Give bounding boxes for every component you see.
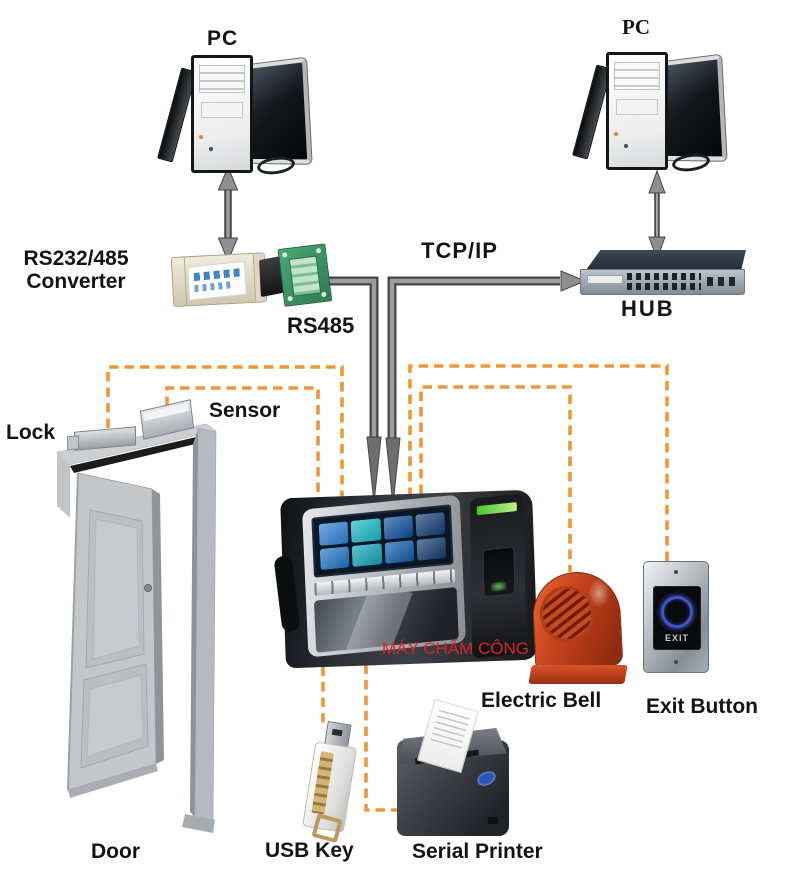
terminal-block-icon — [288, 255, 322, 297]
screw-icon — [674, 570, 678, 574]
bell-highlight-icon — [588, 578, 610, 608]
bell-base-icon — [528, 665, 628, 684]
usb-label-stripe-icon — [311, 751, 334, 815]
hub-label-strip-icon — [587, 275, 623, 284]
pc-right-graphic — [572, 52, 727, 174]
exit-plate-text: EXIT — [664, 633, 689, 643]
exit-button-label: Exit Button — [646, 695, 758, 718]
terminal-touchscreen-icon — [311, 504, 454, 578]
exit-sensor-window-icon: EXIT — [653, 586, 701, 650]
dash-exit-button-cable — [408, 364, 669, 566]
door-drawing — [56, 423, 217, 833]
dash-electric-bell-cable — [419, 385, 572, 572]
attendance-terminal-label: MÁY CHẤM CÔNG — [382, 639, 530, 658]
electric-bell-label: Electric Bell — [481, 689, 602, 712]
tower-icon — [191, 55, 253, 173]
hub-label: HUB — [621, 296, 675, 321]
power-led-icon — [614, 132, 618, 136]
dash-lock-cable — [106, 365, 344, 502]
arrow-pc-left-converter — [217, 165, 239, 263]
pc-left-label: PC — [207, 27, 239, 50]
bell-grille-icon — [540, 586, 594, 642]
wire-tcpip-hub-terminal — [385, 270, 587, 506]
arrow-hub-pc-right — [648, 169, 666, 261]
converter-label: RS232/485 Converter — [23, 247, 129, 293]
touch-ring-icon — [661, 596, 693, 628]
wire-rs485-converter-terminal — [298, 270, 382, 504]
tcpip-link-label: TCP/IP — [421, 238, 498, 263]
converter-body-icon — [170, 252, 268, 308]
fingerprint-sensor-icon — [482, 546, 516, 598]
pc-right-label: PC — [622, 15, 650, 39]
lock-label: Lock — [6, 421, 56, 444]
rs485-link-label: RS485 — [287, 313, 355, 338]
usb-key-icon — [301, 720, 358, 844]
dash-sensor-cable — [165, 386, 320, 506]
dash-serial-printer-cable — [364, 649, 399, 812]
terminal-pcb-icon — [277, 243, 333, 307]
power-led-icon — [199, 135, 203, 139]
terminal-green-led-icon — [476, 502, 517, 516]
exit-button-graphic: EXIT — [643, 561, 709, 673]
rs232-485-converter-graphic — [170, 242, 333, 316]
screw-icon — [674, 660, 678, 664]
usb-key-graphic — [292, 720, 368, 844]
door-graphic — [48, 418, 228, 854]
door-handle-icon — [144, 584, 152, 592]
door-label: Door — [91, 840, 140, 863]
usb-key-label: USB Key — [265, 839, 354, 862]
terminal-fingerprint-module-icon — [469, 493, 527, 659]
hub-ports-icon — [627, 273, 701, 290]
serial-printer-label: Serial Printer — [412, 840, 543, 863]
printer-button-icon — [488, 817, 498, 824]
hub-front-face-icon — [580, 269, 745, 295]
hub-top-face-icon — [586, 250, 746, 270]
button-icon — [209, 147, 213, 151]
electric-bell-graphic — [528, 569, 628, 684]
hub-uplink-ports-icon — [707, 277, 737, 286]
converter-sticker-icon — [187, 260, 247, 301]
sensor-label: Sensor — [209, 399, 281, 422]
button-icon — [624, 144, 628, 148]
serial-printer-graphic — [397, 698, 512, 838]
tower-icon — [606, 52, 668, 170]
hub-switch-graphic — [580, 250, 750, 298]
pc-left-graphic — [157, 55, 312, 177]
terminal-bezel-icon — [302, 494, 466, 658]
